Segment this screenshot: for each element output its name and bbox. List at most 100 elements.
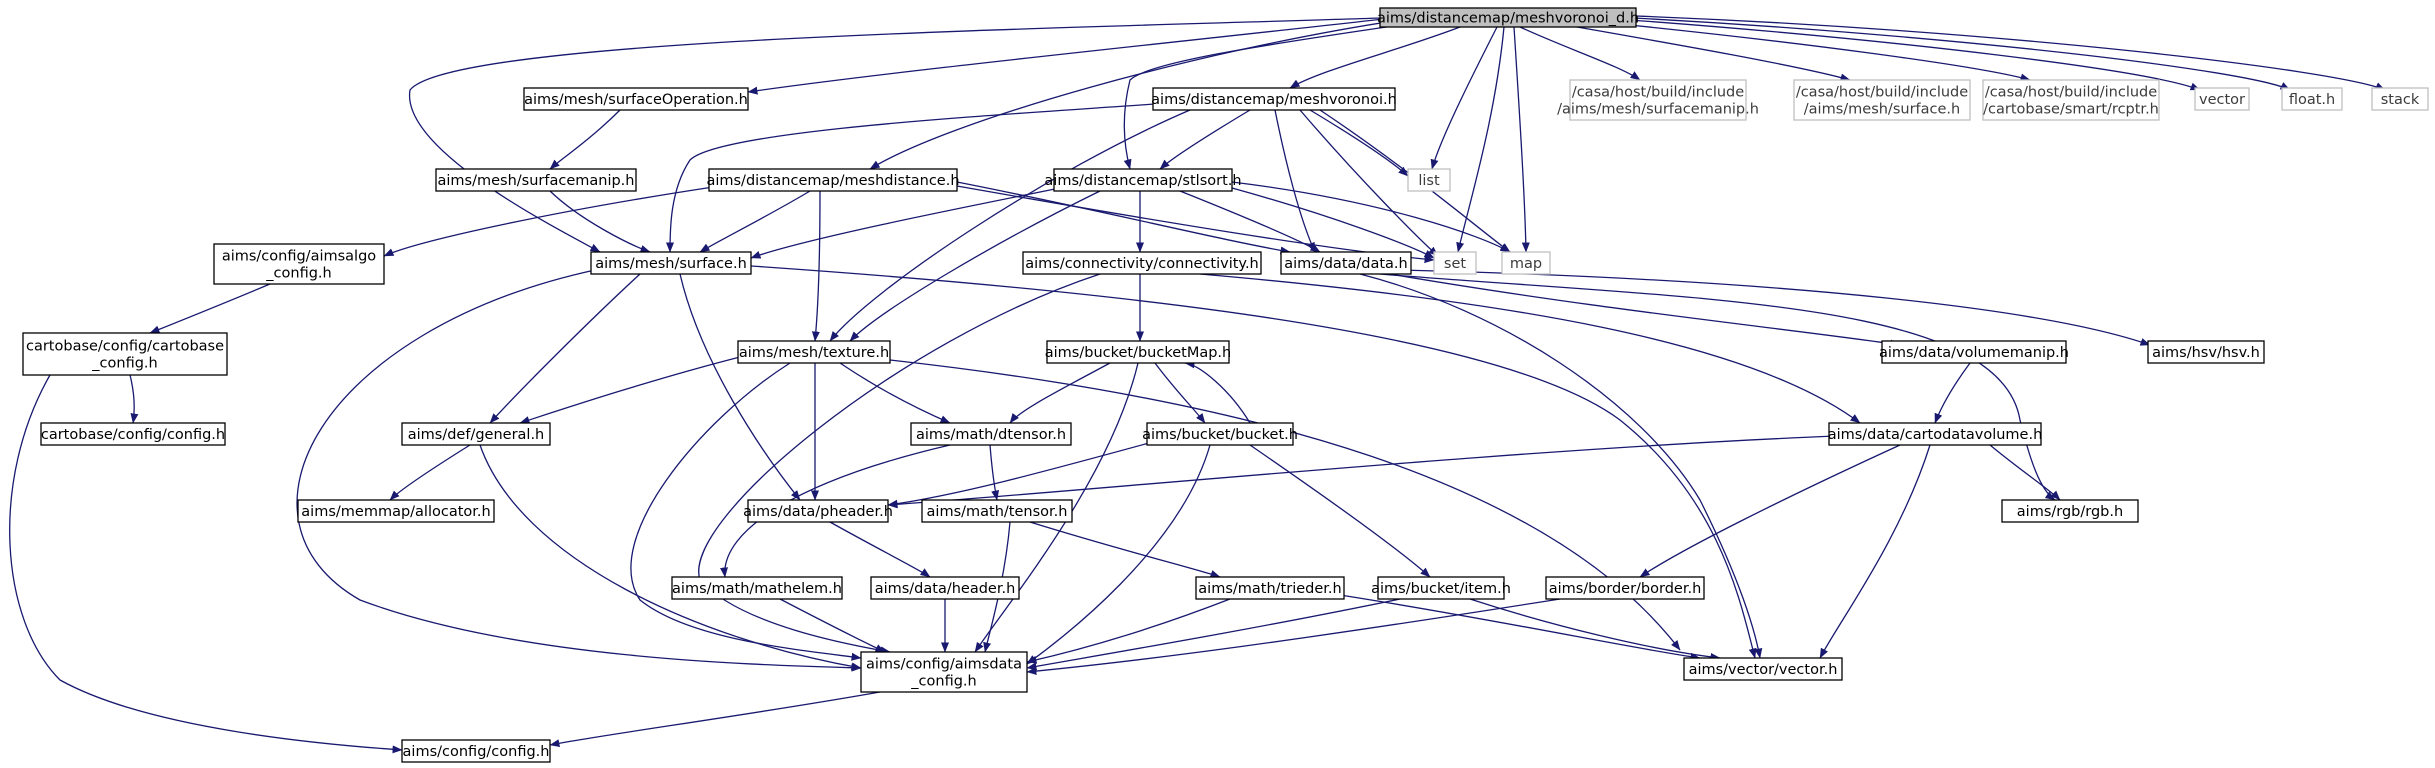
node-volumemanip[interactable]: aims/data/volumemanip.h xyxy=(1879,340,2069,364)
edge-texture-to-dtensor xyxy=(839,362,951,424)
node-box xyxy=(1501,251,1551,275)
edge-meshdist-to-data xyxy=(956,181,1291,255)
edge-data-to-volumemanip xyxy=(1389,273,1901,348)
edge-meshvoronoi-to-set xyxy=(1299,109,1439,257)
node-cbconfig[interactable]: cartobase/config/config.h xyxy=(40,422,226,446)
edge-surfop-to-surfmanip xyxy=(549,109,621,170)
node-tensor[interactable]: aims/math/tensor.h xyxy=(921,499,1073,523)
node-vecvec[interactable]: aims/vector/vector.h xyxy=(1683,657,1843,681)
node-aimsdata[interactable]: aims/config/aimsdata_config.h xyxy=(860,651,1028,693)
node-box xyxy=(1982,79,2160,121)
dependency-edges xyxy=(9,15,2386,754)
node-meshvoronoi[interactable]: aims/distancemap/meshvoronoi.h xyxy=(1151,87,1397,111)
node-stlsort[interactable]: aims/distancemap/stlsort.h xyxy=(1044,168,1242,192)
node-label: aims/hsv/hsv.h xyxy=(2152,345,2260,361)
node-general[interactable]: aims/def/general.h xyxy=(401,422,551,446)
node-label: aims/def/general.h xyxy=(408,427,545,443)
edge-meshvoronoi-to-data xyxy=(1274,109,1316,253)
node-label: vector xyxy=(2199,92,2245,108)
node-surface[interactable]: aims/mesh/surface.h xyxy=(590,251,752,275)
edge-general-to-allocator xyxy=(389,444,471,501)
node-label: aims/distancemap/meshvoronoi.h xyxy=(1151,92,1397,108)
node-label: aims/distancemap/meshdistance.h xyxy=(706,173,959,189)
node-label: aims/data/header.h xyxy=(875,581,1016,597)
node-label: aims/mesh/surface.h xyxy=(595,256,747,272)
edge-texture-to-general xyxy=(519,356,741,424)
node-item[interactable]: aims/bucket/item.h xyxy=(1371,576,1511,600)
node-label: aims/data/volumemanip.h xyxy=(1879,345,2069,361)
node-label: /cartobase/smart/rcptr.h xyxy=(1983,102,2159,118)
node-cartobase[interactable]: cartobase/config/cartobase_config.h xyxy=(22,332,228,376)
node-dtensor[interactable]: aims/math/dtensor.h xyxy=(910,422,1072,446)
node-surfop[interactable]: aims/mesh/surfaceOperation.h xyxy=(523,87,749,111)
node-box xyxy=(401,422,551,446)
node-label: list xyxy=(1418,173,1440,189)
edge-meshvoronoi-to-stlsort xyxy=(1159,109,1251,170)
edge-meshdist-to-surface xyxy=(699,190,811,253)
node-hsv[interactable]: aims/hsv/hsv.h xyxy=(2147,340,2265,364)
node-trieder[interactable]: aims/math/trieder.h xyxy=(1195,576,1345,600)
node-box xyxy=(1046,340,1230,364)
node-box xyxy=(1545,576,1705,600)
node-box xyxy=(1569,79,1747,121)
node-connectivity[interactable]: aims/connectivity/connectivity.h xyxy=(1022,251,1262,275)
node-box xyxy=(1280,251,1412,275)
node-label: aims/distancemap/stlsort.h xyxy=(1044,173,1241,189)
node-texture[interactable]: aims/mesh/texture.h xyxy=(737,340,891,364)
edge-root-to-vector xyxy=(1629,19,2201,91)
edge-cartobase-to-cbconfig xyxy=(129,374,139,424)
node-allocator[interactable]: aims/memmap/allocator.h xyxy=(297,499,495,523)
node-box xyxy=(921,499,1073,523)
node-header[interactable]: aims/data/header.h xyxy=(870,576,1020,600)
node-label: /casa/host/build/include xyxy=(1572,85,1744,101)
node-root[interactable]: aims/distancemap/meshvoronoi_d.h xyxy=(1377,7,1639,28)
edge-bucketmap-to-aimsdata xyxy=(974,362,1139,653)
node-mathelem[interactable]: aims/math/mathelem.h xyxy=(671,576,843,600)
node-box xyxy=(2147,340,2265,364)
node-bucketmap[interactable]: aims/bucket/bucketMap.h xyxy=(1045,340,1231,364)
node-label: /aims/mesh/surfacemanip.h xyxy=(1557,102,1759,118)
edge-trieder-to-aimsdata xyxy=(1026,598,1231,664)
edge-stlsort-to-map xyxy=(1231,181,1511,253)
node-box xyxy=(1407,168,1451,192)
node-label: _config.h xyxy=(910,674,976,690)
edge-volumemanip-to-cartodata xyxy=(1934,362,1971,424)
edge-cartodata-to-vecvec xyxy=(1819,444,1931,659)
node-aimsalgo[interactable]: aims/config/aimsalgo_config.h xyxy=(213,243,385,285)
node-box xyxy=(1379,7,1637,28)
edge-tensor-to-trieder xyxy=(1029,521,1221,578)
edge-bucket-to-pheader xyxy=(887,439,1161,508)
node-label: _config.h xyxy=(265,266,331,282)
node-system-stack: stack xyxy=(2371,87,2429,111)
edge-item-to-vecvec xyxy=(1469,598,1721,661)
edge-dtensor-to-tensor xyxy=(989,444,1000,501)
node-cartodata[interactable]: aims/data/cartodatavolume.h xyxy=(1828,422,2043,446)
node-box xyxy=(2194,87,2250,111)
node-surfmanip[interactable]: aims/mesh/surfacemanip.h xyxy=(435,168,637,192)
node-label: stack xyxy=(2381,92,2420,108)
node-box xyxy=(860,651,1028,693)
node-config[interactable]: aims/config/config.h xyxy=(401,739,551,763)
node-box xyxy=(2281,87,2343,111)
node-box xyxy=(1195,576,1345,600)
node-box xyxy=(1683,657,1843,681)
edge-bucketmap-to-dtensor xyxy=(1009,362,1111,424)
node-pheader[interactable]: aims/data/pheader.h xyxy=(743,499,893,523)
node-data[interactable]: aims/data/data.h xyxy=(1280,251,1412,275)
edge-root-to-stack xyxy=(1635,15,2386,91)
edge-cartodata-to-border xyxy=(1639,444,1901,578)
node-box xyxy=(737,340,891,364)
node-box xyxy=(708,168,958,192)
edge-mathelem-to-aimsdata xyxy=(779,598,886,653)
node-system-map: map xyxy=(1501,251,1551,275)
node-meshdist[interactable]: aims/distancemap/meshdistance.h xyxy=(706,168,960,192)
node-border[interactable]: aims/border/border.h xyxy=(1545,576,1705,600)
edge-meshvoronoi-to-list xyxy=(1309,109,1409,177)
node-box xyxy=(1433,251,1477,275)
edge-aimsdata-to-config xyxy=(549,691,881,748)
edge-root-to-surface xyxy=(409,17,1383,253)
node-rgb[interactable]: aims/rgb/rgb.h xyxy=(2001,499,2139,523)
edge-meshvoronoi-to-surface xyxy=(666,103,1156,253)
edge-root-to-meshdist xyxy=(869,19,1401,170)
node-bucket[interactable]: aims/bucket/bucket.h xyxy=(1142,422,1298,446)
